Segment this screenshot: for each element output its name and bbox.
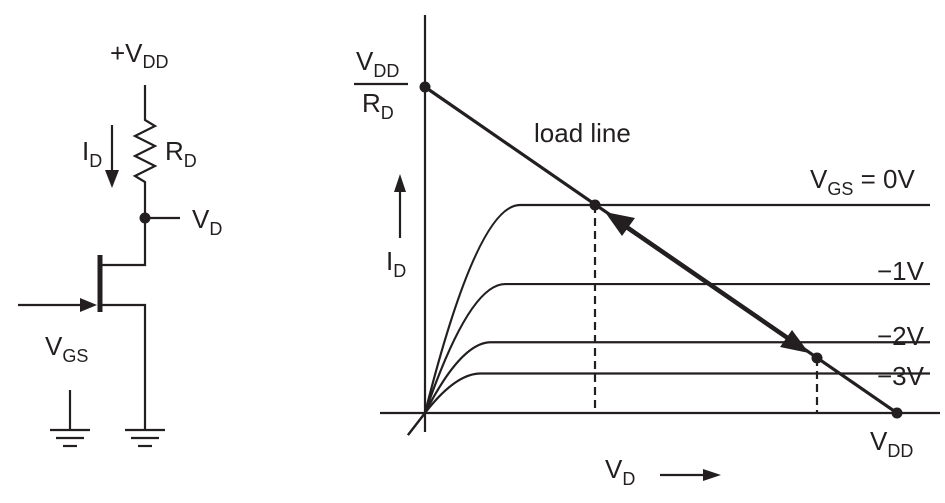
curve-label-0v: VGS = 0V — [810, 164, 915, 199]
characteristic-curve — [407, 203, 930, 436]
swing-arrow — [620, 222, 794, 343]
source-wire — [100, 303, 147, 430]
circuit: +VDD VD ID RD VGS — [18, 38, 222, 448]
characteristic-chart: VDD RD load line ID VD VDD VGS = 0V −1V … — [354, 15, 940, 489]
gate-voltage-label: VGS — [45, 331, 88, 366]
gate-arrow-icon — [80, 298, 97, 312]
drain-voltage-label: VD — [192, 204, 222, 239]
ground-icon — [50, 390, 90, 448]
characteristic-curve — [407, 372, 930, 436]
current-label: ID — [82, 136, 102, 171]
resistor-label: RD — [165, 136, 197, 171]
load-line-label: load line — [534, 118, 631, 148]
y-intercept-denominator: RD — [362, 88, 394, 123]
right-arrow-icon — [703, 469, 721, 481]
y-intercept-dot — [419, 81, 431, 93]
characteristic-curve — [407, 341, 930, 436]
curve-label-minus2v: −2V — [877, 321, 925, 351]
swing-arrowhead-up-icon — [605, 212, 635, 236]
drain-wire-resistor — [100, 85, 158, 267]
supply-label: +VDD — [110, 38, 169, 72]
y-axis-label: ID — [386, 246, 406, 281]
up-arrow-icon — [394, 174, 406, 192]
drain-node-dot — [139, 212, 151, 224]
x-intercept-dot — [891, 407, 903, 419]
swing-arrowhead-down-icon — [780, 330, 809, 353]
x-axis-label: VD — [605, 454, 635, 489]
x-intercept-label: VDD — [870, 426, 913, 461]
curve-label-minus1v: −1V — [877, 256, 925, 286]
characteristic-curve — [407, 282, 930, 436]
ground-icon — [125, 428, 165, 448]
curve-label-minus3v: −3V — [877, 361, 925, 391]
operating-point-dot — [811, 352, 823, 364]
y-intercept-numerator: VDD — [356, 46, 399, 81]
current-arrowhead-icon — [105, 170, 119, 188]
operating-point-dot — [589, 199, 601, 211]
